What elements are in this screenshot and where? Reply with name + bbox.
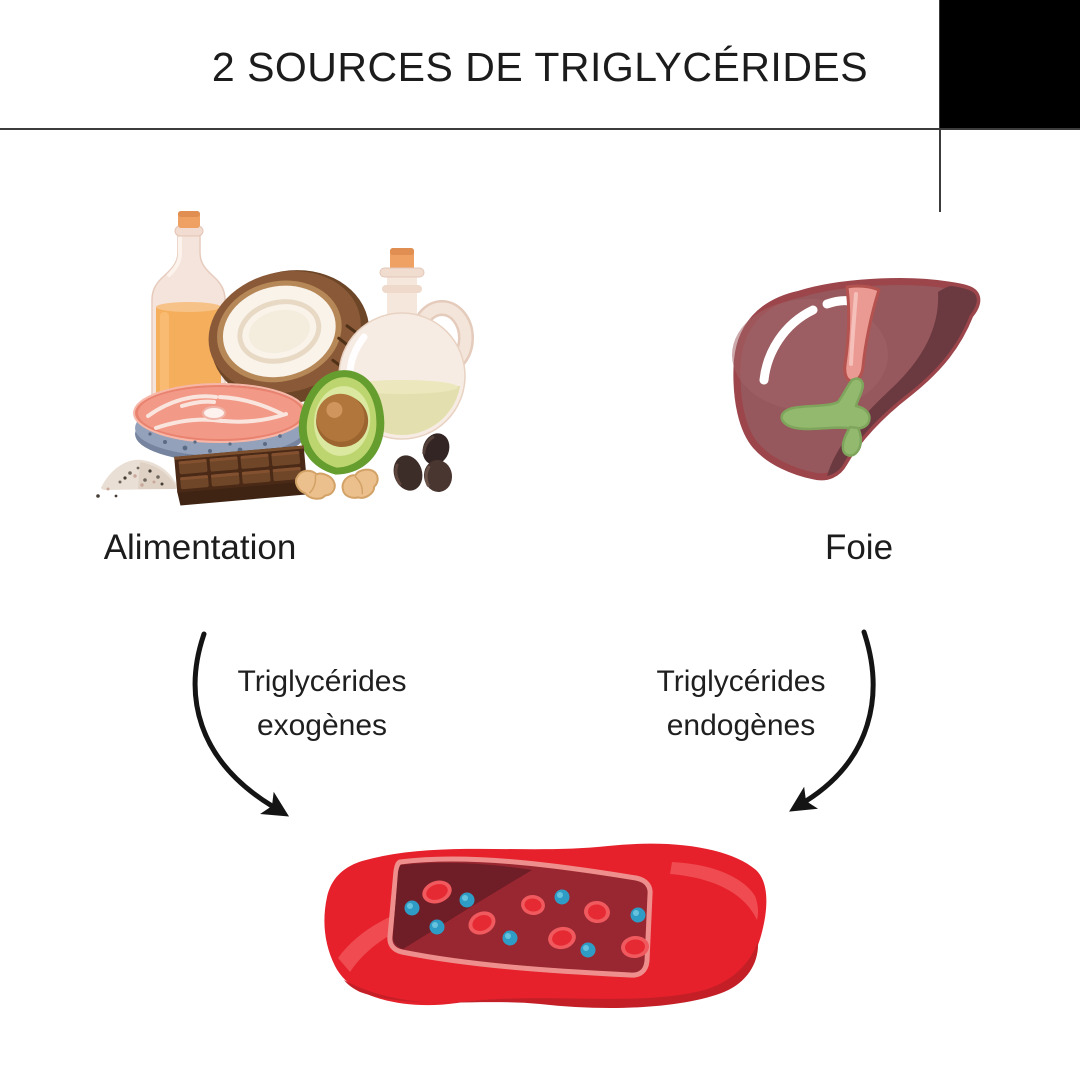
exogenous-label: Triglycérides exogènes [202, 660, 442, 748]
gallbladder-icon [780, 377, 871, 457]
corner-accent-block [940, 0, 1080, 128]
red-blood-cells [422, 880, 649, 959]
coconut-icon [208, 270, 370, 404]
endogenous-label-line2: endogènes [666, 709, 816, 742]
vessel-cutaway [387, 856, 653, 978]
blood-vessel-illustration [324, 843, 767, 1008]
liver-illustration [732, 278, 981, 481]
endogenous-label: Triglycérides endogènes [621, 660, 861, 748]
page-title: 2 SOURCES DE TRIGLYCÉRIDES [211, 44, 869, 90]
chocolate-bar-icon [174, 445, 307, 506]
salmon-steak-icon [133, 383, 307, 462]
exogenous-label-line1: Triglycérides [237, 665, 407, 698]
endogenous-label-line1: Triglycérides [656, 665, 826, 698]
olives-icon [393, 433, 453, 492]
foie-label: Foie [824, 528, 894, 567]
exogenous-label-line2: exogènes [256, 709, 388, 742]
peanuts-icon [295, 468, 379, 500]
triglyceride-particles [404, 889, 646, 958]
avocado-icon [298, 370, 385, 475]
header-divider-line [0, 128, 1080, 130]
alimentation-label: Alimentation [103, 528, 297, 567]
fatty-foods-illustration [96, 211, 474, 506]
